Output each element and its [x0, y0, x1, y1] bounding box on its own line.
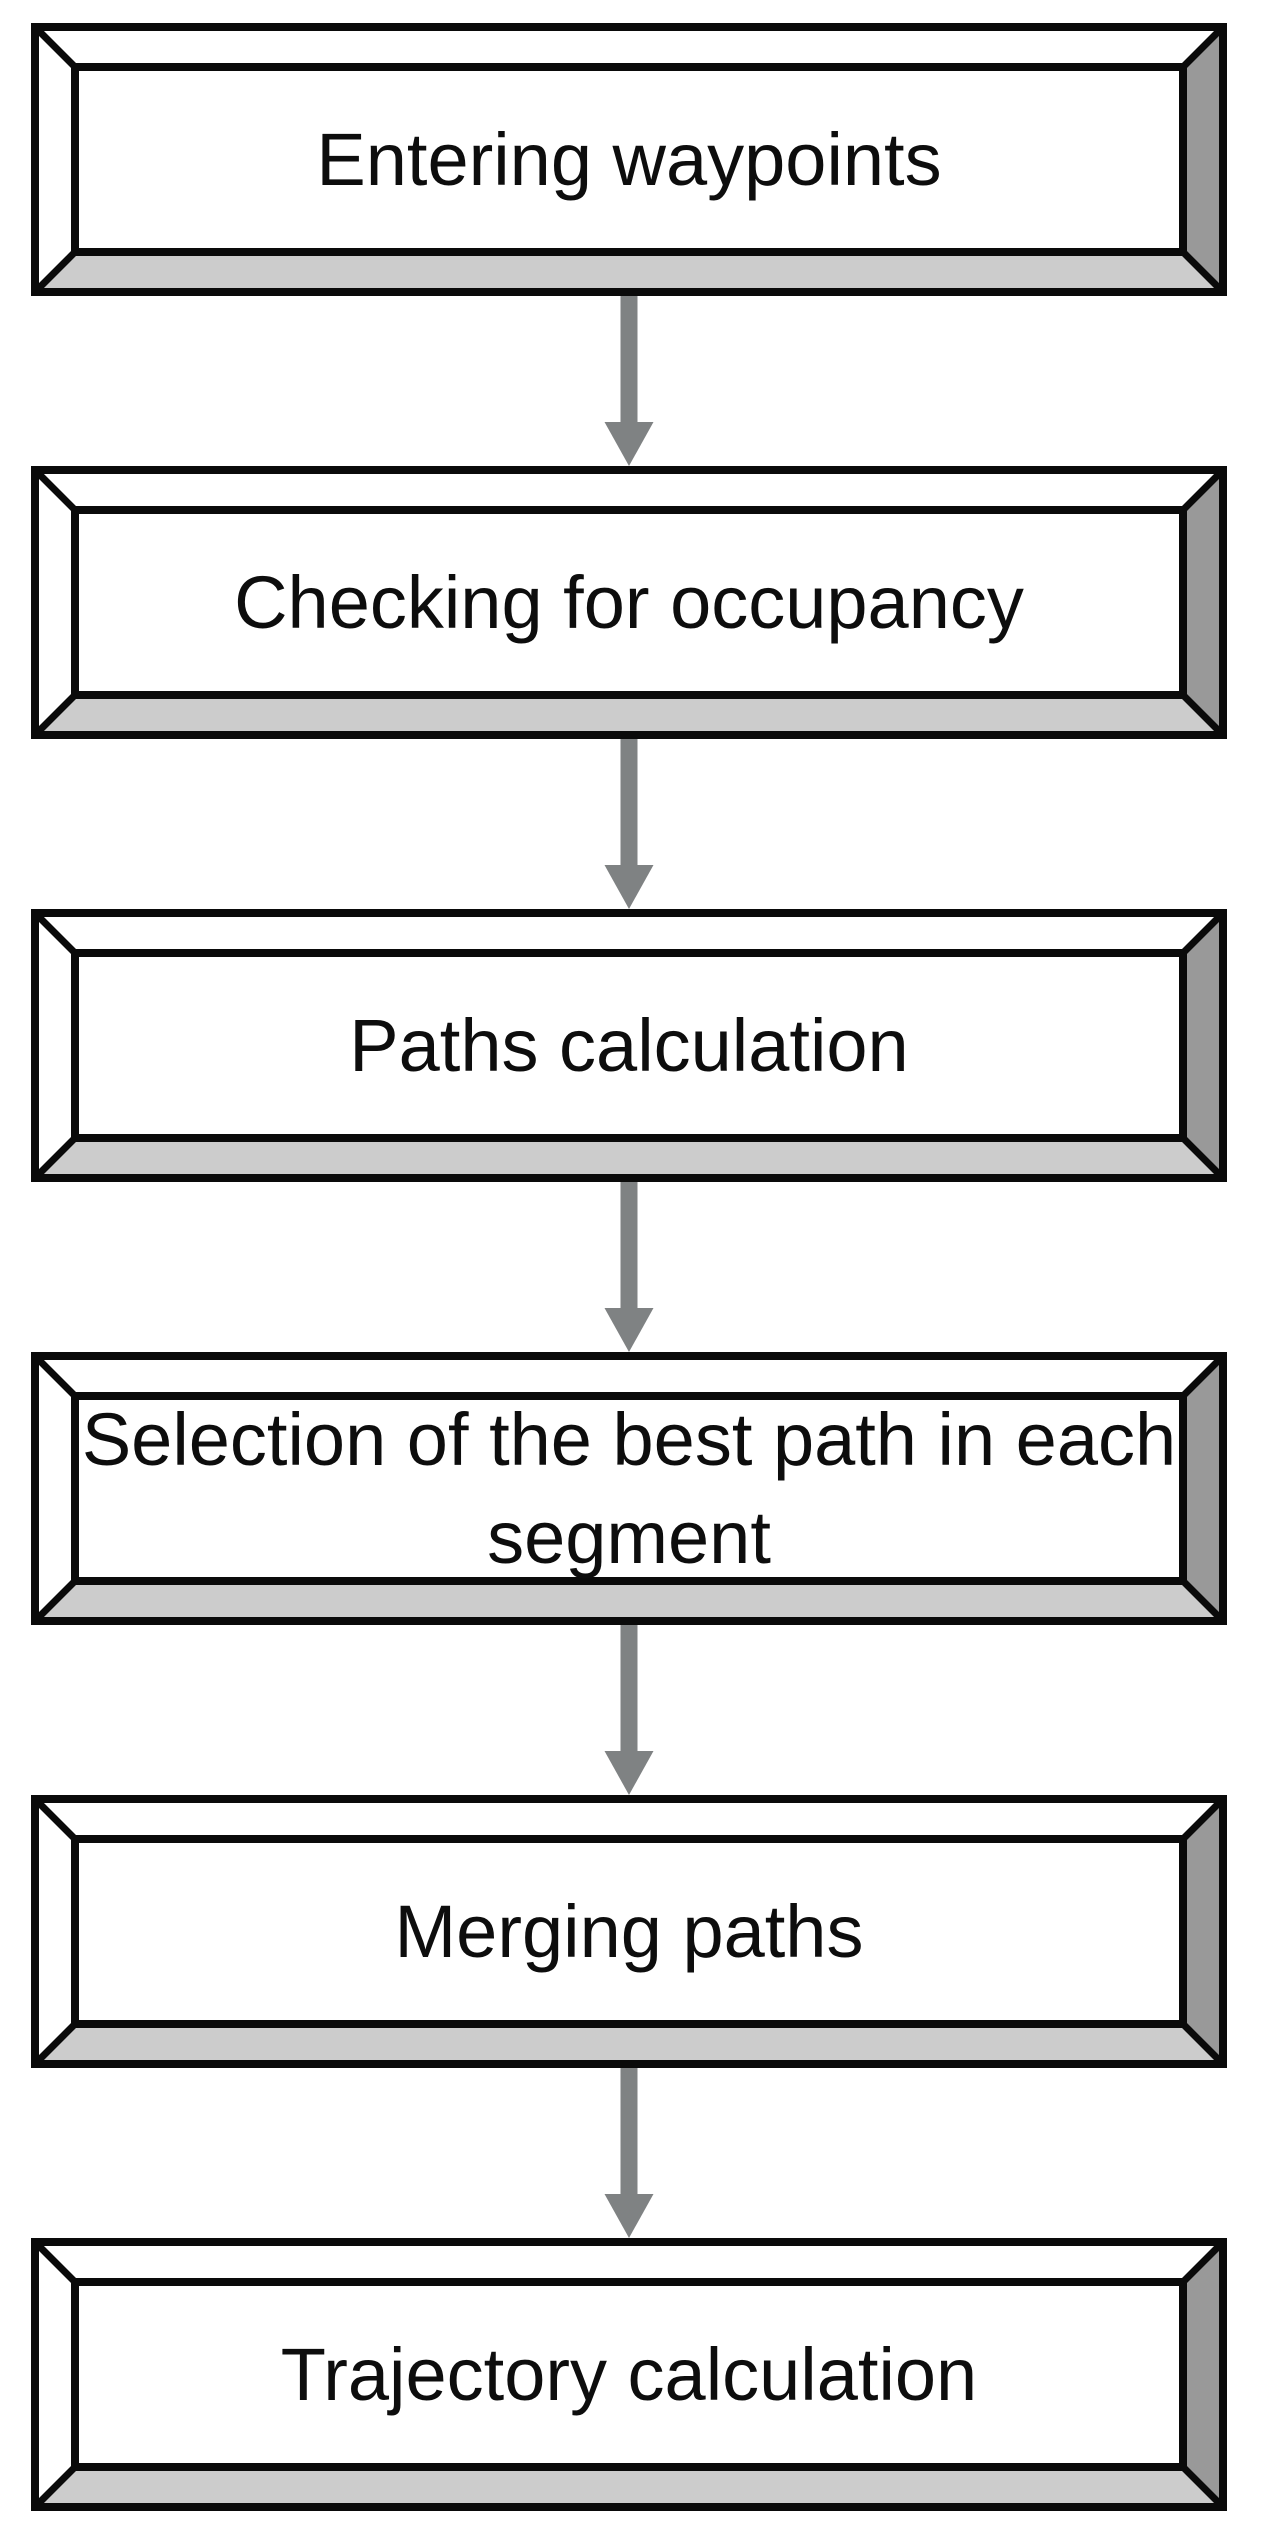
process-box-text: Selection of the best path in each segme… [81, 1397, 1177, 1579]
flowchart: Entering waypoints Checking for occupanc… [31, 0, 1227, 2511]
down-arrow-icon [31, 2068, 1227, 2238]
process-box: Merging paths [31, 1795, 1227, 2068]
down-arrow-icon [31, 296, 1227, 466]
process-box: Paths calculation [31, 909, 1227, 1182]
process-box: Entering waypoints [31, 23, 1227, 296]
process-box-label: Entering waypoints [79, 71, 1179, 248]
process-box-label: Checking for occupancy [79, 514, 1179, 691]
process-box: Selection of the best path in each segme… [31, 1352, 1227, 1625]
process-box-label: Merging paths [79, 1843, 1179, 2020]
process-box-text: Checking for occupancy [234, 560, 1024, 644]
process-box: Trajectory calculation [31, 2238, 1227, 2511]
bevel-frame [31, 1795, 1227, 2068]
process-box-label: Paths calculation [79, 957, 1179, 1134]
process-box-text: Entering waypoints [316, 117, 942, 201]
process-box-text: Paths calculation [349, 1003, 909, 1087]
process-box-text: Trajectory calculation [280, 2332, 978, 2416]
process-box-label: Trajectory calculation [79, 2286, 1179, 2463]
bevel-frame [31, 1352, 1227, 1625]
process-box-label: Selection of the best path in each segme… [79, 1398, 1179, 1579]
down-arrow-icon [31, 1625, 1227, 1795]
process-box-text: Merging paths [394, 1889, 864, 1973]
process-box: Checking for occupancy [31, 466, 1227, 739]
bevel-frame [31, 909, 1227, 1182]
bevel-frame [31, 466, 1227, 739]
bevel-frame [31, 23, 1227, 296]
bevel-frame [31, 2238, 1227, 2511]
down-arrow-icon [31, 739, 1227, 909]
down-arrow-icon [31, 1182, 1227, 1352]
